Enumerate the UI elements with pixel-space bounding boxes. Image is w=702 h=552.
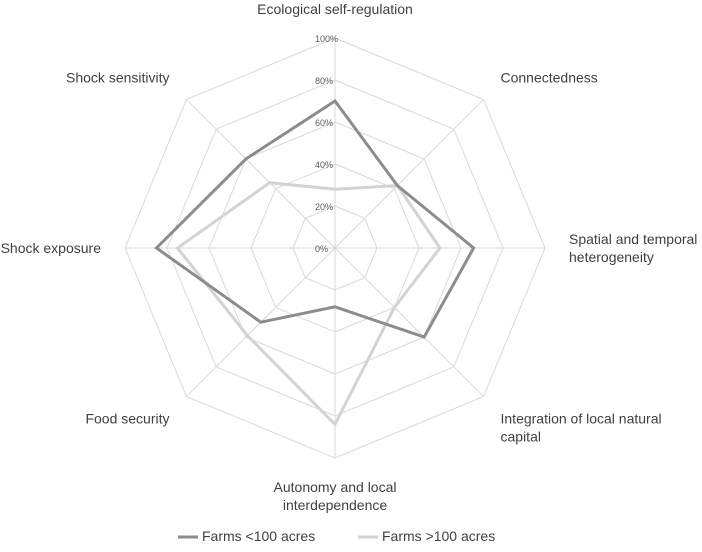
- grid-spoke: [334, 247, 484, 397]
- series-lines: [154, 98, 476, 427]
- legend-label: Farms <100 acres: [202, 528, 315, 544]
- radar-grid: [124, 37, 546, 459]
- radial-tick-label: 80%: [315, 76, 333, 86]
- category-label: Ecological self-regulation: [257, 1, 413, 17]
- category-label: Connectedness: [501, 70, 598, 86]
- category-label: Shock exposure: [1, 240, 102, 256]
- radial-tick-labels: 0% 20% 40% 60% 80% 100%: [315, 34, 338, 254]
- series-line: [175, 181, 442, 427]
- category-labels: Ecological self-regulationConnectednessS…: [1, 1, 698, 513]
- category-label: Shock sensitivity: [66, 70, 169, 86]
- legend-label: Farms >100 acres: [382, 528, 495, 544]
- grid-spoke: [334, 99, 484, 249]
- radial-tick-label: 40%: [315, 160, 333, 170]
- grid-spoke: [186, 99, 336, 249]
- series-line: [154, 98, 476, 339]
- radial-tick-label: 0%: [315, 244, 328, 254]
- category-label: Food security: [85, 411, 169, 427]
- legend: Farms <100 acres Farms >100 acres: [178, 528, 495, 544]
- radial-tick-label: 20%: [315, 202, 333, 212]
- radial-tick-label: 100%: [315, 34, 338, 44]
- radial-tick-label: 60%: [315, 118, 333, 128]
